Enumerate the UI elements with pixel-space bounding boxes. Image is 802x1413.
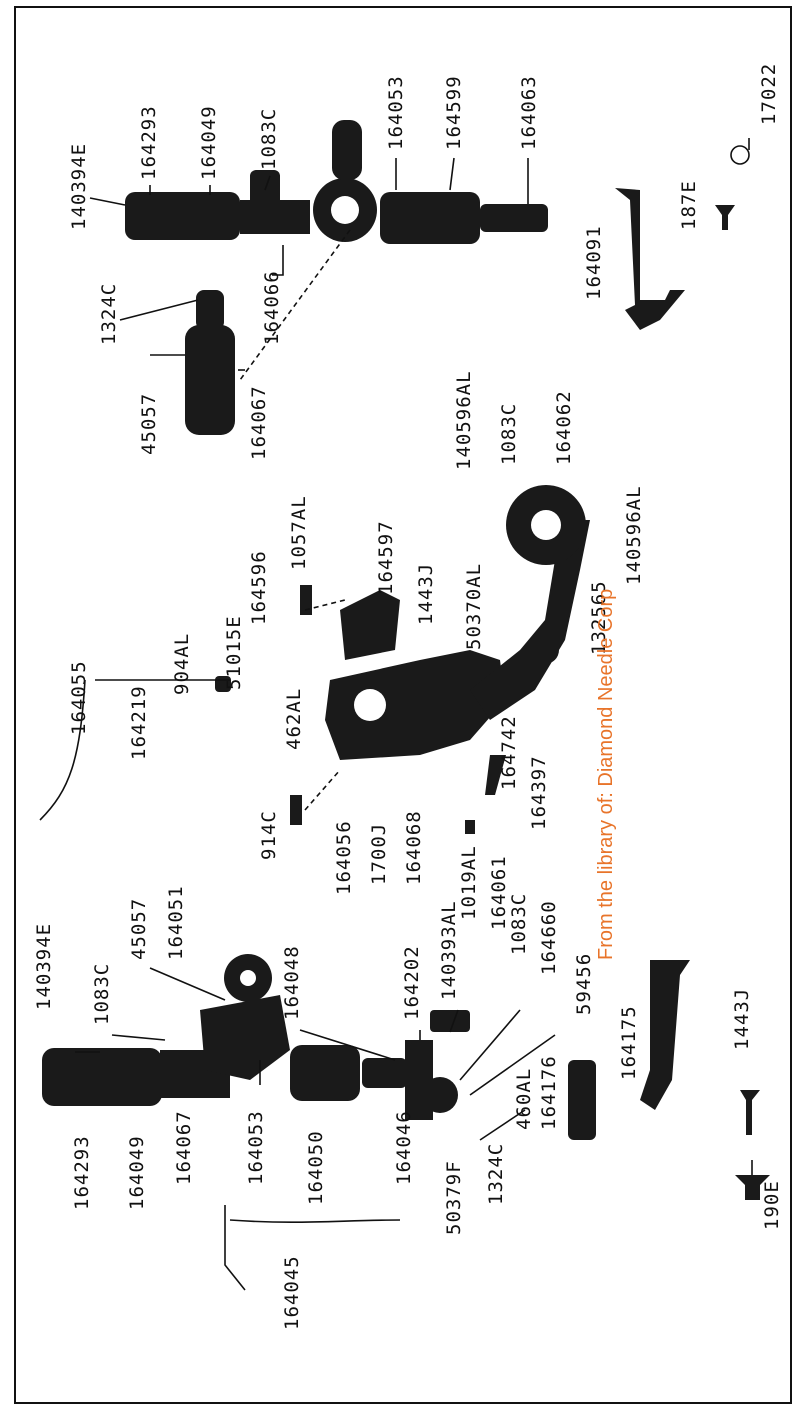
callout: 164053 [385, 75, 407, 150]
part-164067-top [185, 325, 235, 435]
callout: 164050 [305, 1130, 327, 1205]
callout: 51015E [223, 615, 245, 690]
part-164055-line [39, 679, 86, 821]
callout: 1057AL [288, 495, 310, 570]
part-164063 [480, 204, 548, 232]
callout: 164048 [281, 945, 303, 1020]
callout: 164067 [173, 1110, 195, 1185]
callout: 164056 [333, 820, 355, 895]
callout-labels: 140394E 164293 164049 1083C 164053 16459… [33, 63, 783, 1330]
part-1443j-small [740, 1090, 760, 1135]
callout: 164599 [443, 75, 465, 150]
part-164067-bottom [200, 995, 290, 1080]
callout: 190E [761, 1180, 783, 1230]
callout: 164293 [71, 1135, 93, 1210]
callout: 1083C [508, 893, 530, 955]
callout: 164053 [245, 1110, 267, 1185]
callout: 164045 [281, 1255, 303, 1330]
callout: 164055 [68, 660, 90, 735]
callout: 140393AL [438, 900, 460, 1000]
callout: 1324C [485, 1143, 507, 1205]
part-164049-bottom [42, 1048, 162, 1106]
callout: 462AL [283, 688, 305, 750]
callout: 164293 [138, 105, 160, 180]
part-164048 [362, 1058, 407, 1088]
part-140393al [430, 1010, 470, 1032]
callout: 914C [258, 810, 280, 860]
callout: 164397 [528, 755, 550, 830]
part-1324c-top [196, 290, 224, 330]
callout: 140394E [68, 143, 90, 230]
top-assembly [125, 120, 750, 435]
callout: 904AL [171, 633, 193, 695]
part-1019al [465, 820, 475, 834]
part-914c [290, 795, 302, 825]
callout: 1019AL [458, 845, 480, 920]
callout: 1443J [731, 988, 753, 1050]
part-164597 [340, 590, 400, 660]
part-164596-body [325, 650, 505, 760]
callout: 164051 [165, 885, 187, 960]
callout: 59456 [573, 953, 595, 1015]
part-164397 [485, 755, 506, 795]
callout: 1083C [91, 963, 113, 1025]
callout: 1443J [415, 563, 437, 625]
callout: 164067 [248, 385, 270, 460]
leader-lines [75, 138, 753, 1175]
bottom-assembly [42, 954, 770, 1291]
callout: 164597 [375, 520, 397, 595]
part-164599 [380, 192, 480, 244]
callout: 164175 [618, 1005, 640, 1080]
callout: 50379F [443, 1160, 465, 1235]
part-164175 [640, 960, 690, 1110]
callout: 140394E [33, 923, 55, 1010]
callout: 1083C [498, 403, 520, 465]
callout: 1324C [98, 283, 120, 345]
part-164045-line [224, 1205, 246, 1291]
part-50370al [470, 520, 590, 720]
middle-assembly [39, 485, 590, 834]
callout: 164066 [261, 270, 283, 345]
callout: 164061 [488, 855, 510, 930]
callout: 164176 [538, 1055, 560, 1130]
callout: 164219 [128, 685, 150, 760]
callout: 164049 [126, 1135, 148, 1210]
part-1057al [300, 585, 312, 615]
callout: 164068 [403, 810, 425, 885]
part-164091 [615, 188, 685, 330]
watermark-text: From the library of: Diamond Needle Corp [595, 589, 617, 960]
callout: 1700J [368, 823, 390, 885]
callout: 187E [678, 180, 700, 230]
callout: 50370AL [463, 563, 485, 650]
part-164176 [568, 1060, 596, 1140]
part-17022 [730, 145, 750, 165]
part-132565 [531, 636, 559, 664]
callout: 164660 [538, 900, 560, 975]
part-164046 [422, 1077, 458, 1113]
callout: 164742 [498, 715, 520, 790]
callout: 164091 [583, 225, 605, 300]
callout: 164063 [518, 75, 540, 150]
callout: 45057 [138, 393, 160, 455]
part-164053-top [332, 120, 362, 180]
part-187e [715, 205, 735, 230]
callout: 164202 [401, 945, 423, 1020]
part-164049-top [125, 192, 240, 240]
callout: 164046 [393, 1110, 415, 1185]
callout: 164049 [198, 105, 220, 180]
callout: 460AL [513, 1068, 535, 1130]
part-164050 [290, 1045, 360, 1101]
callout: 140596AL [623, 485, 645, 585]
callout: 132565 [588, 580, 610, 655]
callout: 1083C [258, 108, 280, 170]
callout: 164062 [553, 390, 575, 465]
callout: 17022 [758, 63, 780, 125]
part-190e [735, 1175, 770, 1200]
callout: 164596 [248, 550, 270, 625]
callout: 140596AL [453, 370, 475, 470]
callout: 45057 [128, 898, 150, 960]
